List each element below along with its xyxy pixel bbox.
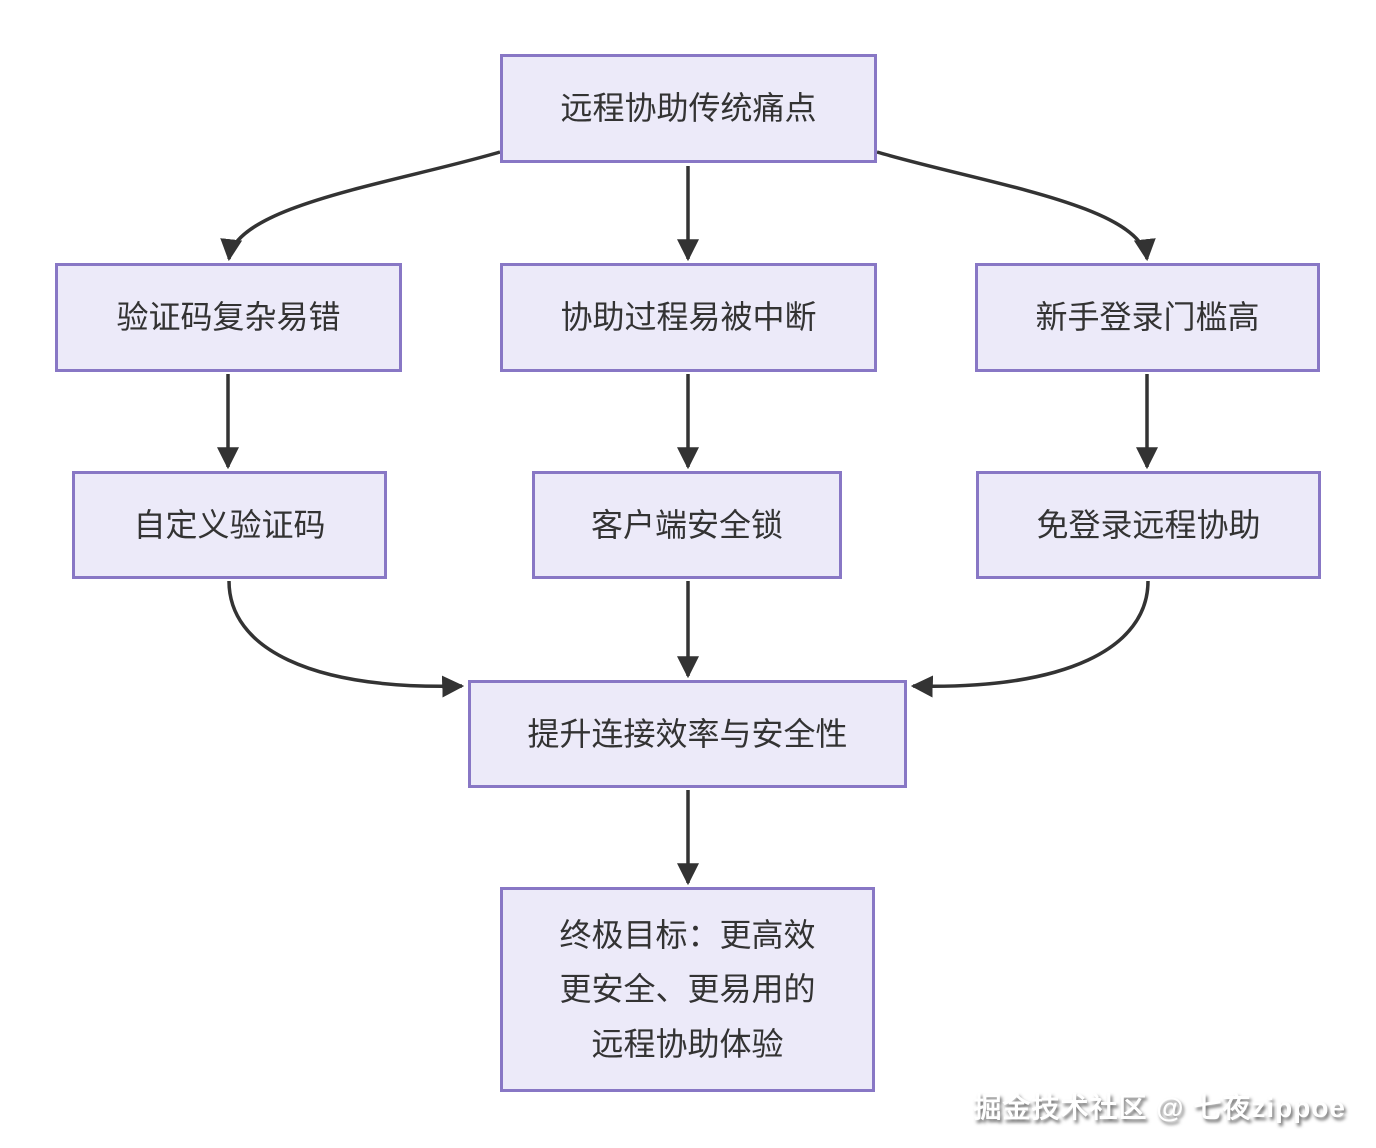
edge-sol-custom-code-to-benefit <box>227 580 465 698</box>
node-pain-login: 新手登录门槛高 <box>975 263 1320 372</box>
node-pain-login-label: 新手登录门槛高 <box>1035 299 1260 336</box>
node-pain-interrupt-label: 协助过程易被中断 <box>560 299 817 336</box>
node-goal-label: 终极目标：更高效 更安全、更易用的 远程协助体验 <box>549 908 825 1071</box>
node-goal: 终极目标：更高效 更安全、更易用的 远程协助体验 <box>500 887 875 1092</box>
node-pain-interrupt: 协助过程易被中断 <box>500 263 877 372</box>
node-solution-security-lock: 客户端安全锁 <box>532 471 842 579</box>
edge-root-to-pain-login <box>876 150 1156 262</box>
node-pain-captcha: 验证码复杂易错 <box>55 263 402 372</box>
node-goal-line-1: 终极目标：更高效 <box>559 916 816 953</box>
edge-root-to-pain-captcha <box>220 150 501 262</box>
node-solution-custom-code-label: 自定义验证码 <box>133 506 326 543</box>
node-solution-no-login: 免登录远程协助 <box>976 471 1321 579</box>
edge-sol-no-login-to-benefit <box>910 580 1150 698</box>
node-pain-root: 远程协助传统痛点 <box>500 54 877 163</box>
node-solution-security-lock-label: 客户端安全锁 <box>590 506 783 543</box>
node-goal-line-2: 更安全、更易用的 <box>559 971 816 1008</box>
node-solution-custom-code: 自定义验证码 <box>72 471 387 579</box>
node-benefit-label: 提升连接效率与安全性 <box>527 715 848 752</box>
node-pain-captcha-label: 验证码复杂易错 <box>116 299 341 336</box>
watermark-text: 掘金技术社区 @ 七夜zippoe <box>973 1092 1346 1123</box>
node-goal-line-3: 远程协助体验 <box>591 1025 784 1062</box>
node-pain-root-label: 远程协助传统痛点 <box>560 90 817 127</box>
node-solution-no-login-label: 免登录远程协助 <box>1036 506 1261 543</box>
node-benefit: 提升连接效率与安全性 <box>468 680 907 788</box>
